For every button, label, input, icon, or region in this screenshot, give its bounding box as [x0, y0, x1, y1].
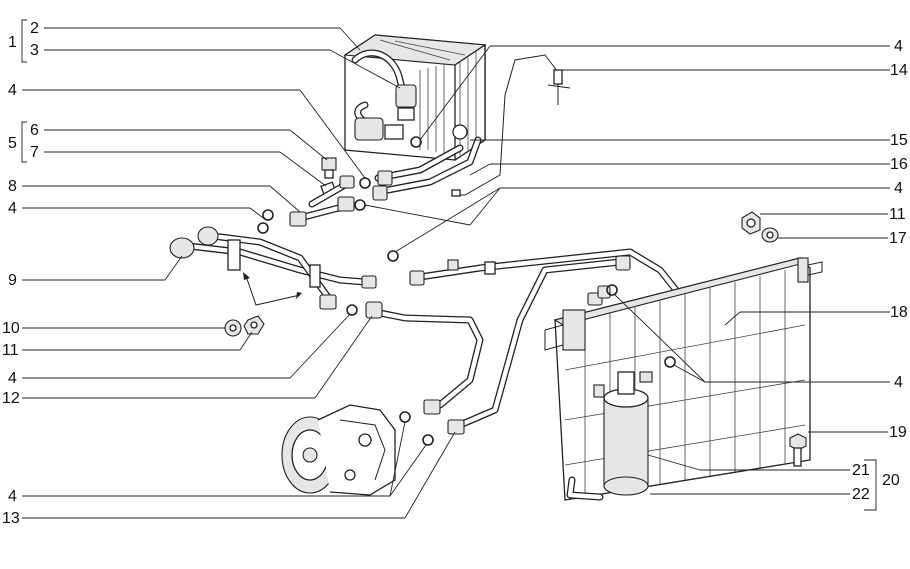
label-19: 19 [889, 424, 907, 441]
pipe-12 [371, 308, 484, 409]
direction-arrows [245, 275, 301, 306]
label-4-a: 4 [8, 82, 17, 99]
label-7: 7 [30, 144, 39, 161]
o-ring-compressor-a [399, 411, 411, 423]
label-4-e: 4 [8, 488, 17, 505]
label-12: 12 [2, 390, 20, 407]
label-4-f: 4 [894, 38, 903, 55]
bolt-19 [789, 433, 807, 467]
callout-labels: 1 2 3 4 5 6 7 8 4 9 10 11 4 12 4 13 4 14… [2, 20, 908, 527]
label-6: 6 [30, 122, 39, 139]
label-9: 9 [8, 272, 17, 289]
label-4-h: 4 [894, 374, 903, 391]
o-ring-condenser [664, 356, 676, 368]
label-4-g: 4 [894, 180, 903, 197]
condenser [544, 257, 823, 501]
thermostat-probe [547, 69, 571, 105]
label-15: 15 [890, 132, 908, 149]
label-14: 14 [890, 62, 908, 79]
pressure-switch [321, 157, 337, 179]
nut-10 [224, 319, 242, 337]
evaporator-unit [343, 34, 487, 162]
capillary-clip [451, 189, 461, 197]
label-11-left: 11 [2, 342, 19, 359]
capillary-tube [455, 54, 559, 196]
receiver-drier [593, 371, 653, 496]
o-ring-compressor-b [422, 434, 434, 446]
nut-11 [243, 315, 265, 335]
label-18: 18 [890, 304, 908, 321]
label-8: 8 [8, 178, 17, 195]
leader-lines [21, 19, 890, 519]
label-4-d: 4 [8, 370, 17, 387]
nut-11-right [741, 211, 761, 235]
compressor [281, 404, 396, 496]
label-22: 22 [852, 486, 870, 503]
o-ring-left [346, 304, 358, 316]
label-4-c: 4 [8, 200, 17, 217]
label-2: 2 [30, 20, 39, 37]
label-20: 20 [882, 472, 900, 489]
label-17: 17 [889, 230, 907, 247]
label-5: 5 [8, 135, 17, 152]
label-1: 1 [8, 34, 17, 51]
label-3: 3 [30, 42, 39, 59]
label-16: 16 [890, 156, 908, 173]
pipe-assembly-9 [169, 226, 377, 310]
label-11-right: 11 [889, 206, 906, 223]
label-10: 10 [2, 320, 20, 337]
label-13: 13 [2, 510, 20, 527]
label-21: 21 [852, 462, 870, 479]
washer-17 [761, 227, 779, 243]
